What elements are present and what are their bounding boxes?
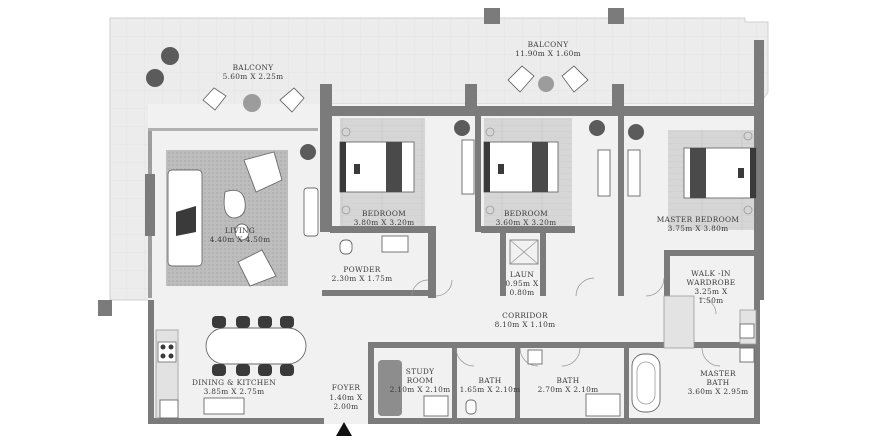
corridor-name: CORRIDOR [502,311,548,320]
walls [145,40,764,424]
bath1-dims: 1.65m X 2.10m [460,385,521,394]
bed-icon [339,127,757,215]
balcony-left-name: BALCONY [233,63,274,72]
master-bath-dims: 3.60m X 2.95m [688,387,749,396]
foyer-dims-1: 1.40m X [329,393,363,402]
master-bedroom-name: MASTER BEDROOM [657,215,740,224]
powder-name: POWDER [343,265,380,274]
bedroom2-dims: 3.60m X 3.20m [496,218,557,227]
walk-in-dims-1: 3.25m X [694,287,728,296]
study-desk [378,360,402,416]
right-balcony-furniture [507,65,589,93]
shower-tray [423,395,449,417]
walk-in-name-1: WALK -IN [691,269,731,278]
room-labels: BALCONY 5.60m X 2.25m BALCONY 11.90m X 1… [192,40,748,411]
stove-icon [157,341,177,363]
sink-icon [203,235,755,415]
console-unit [303,187,319,237]
toilet-icon [339,239,477,415]
dining-kitchen-dims: 3.85m X 2.75m [204,387,265,396]
laundry-dims-1: 0.95m X [505,279,539,288]
living-name: LIVING [225,226,255,235]
dining-table-icon [205,316,307,376]
laundry-name: LAUN [510,270,534,279]
powder-dims: 2.30m X 1.75m [332,274,393,283]
study-name-1: STUDY [406,367,435,376]
shower-tray-2 [585,393,621,417]
balcony-right-name: BALCONY [528,40,569,49]
sofa-icon [167,151,283,287]
desk-units [461,139,641,197]
study-dims: 2.10m X 2.10m [390,385,451,394]
bathtub-icon [631,353,661,413]
bath2-name: BATH [557,376,580,385]
foyer-dims-2: 2.00m [334,402,359,411]
master-bath-name-1: MASTER [700,369,736,378]
fridge [159,399,179,419]
walk-in-dims-2: 1.50m [699,296,724,305]
living-dims: 4.40m X 4.50m [210,235,271,244]
corridor-dims: 8.10m X 1.10m [495,320,556,329]
bedroom1-dims: 3.80m X 3.20m [354,218,415,227]
foyer-name: FOYER [332,383,361,392]
master-bedroom-dims: 3.75m X 3.80m [668,224,729,233]
entrance-arrow-icon [336,422,352,436]
bath2-dims: 2.70m X 2.10m [538,385,599,394]
balcony-right-dims: 11.90m X 1.60m [515,49,581,58]
master-bath-name-2: BATH [707,378,730,387]
laundry-dims-2: 0.80m [510,288,535,297]
plant-icon [300,120,644,160]
dining-kitchen-name: DINING & KITCHEN [192,378,276,387]
laundry-machine [509,239,539,265]
balcony-left-dims: 5.60m X 2.25m [223,72,284,81]
bedroom2-name: BEDROOM [504,209,548,218]
study-name-2: ROOM [407,376,434,385]
walk-in-name-2: WARDROBE [687,278,736,287]
left-balcony-furniture [146,47,305,113]
bath1-name: BATH [479,376,502,385]
door-swings [411,277,721,367]
bedroom1-name: BEDROOM [362,209,406,218]
